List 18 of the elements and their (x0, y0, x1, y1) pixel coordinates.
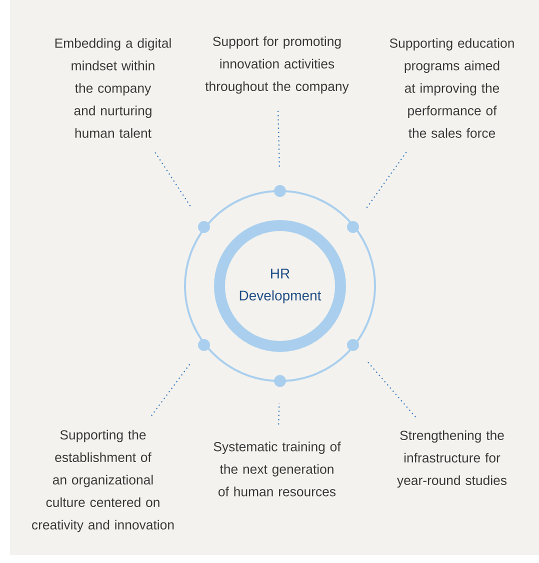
dotted-line (150, 362, 192, 416)
description-text: Systematic training of the next generation of human resources (214, 442, 341, 496)
description-text: Embedding a digital mindset within the company and nurturing human talent (55, 38, 171, 138)
ring-dot (274, 375, 286, 387)
ring-dot (198, 221, 210, 233)
ring-dot (198, 339, 210, 351)
ring-dot (347, 339, 359, 351)
description-text: Strengthening the infrastructure for year-round studies (397, 430, 507, 488)
description-text: Supporting education programs aimed at improving the performance of the sales force (390, 38, 514, 138)
dotted-line (365, 152, 407, 210)
ring-dot (347, 221, 359, 233)
description-text: Supporting the establishment of an organizational culture centered on creativity and innovation (32, 430, 174, 532)
dotted-line (278, 110, 280, 169)
dotted-line (367, 361, 416, 418)
description-text: Support for promoting innovation activities throughout the company (205, 36, 349, 94)
dotted-line (154, 152, 192, 209)
ring-dot (274, 185, 286, 197)
dotted-line (278, 403, 280, 424)
